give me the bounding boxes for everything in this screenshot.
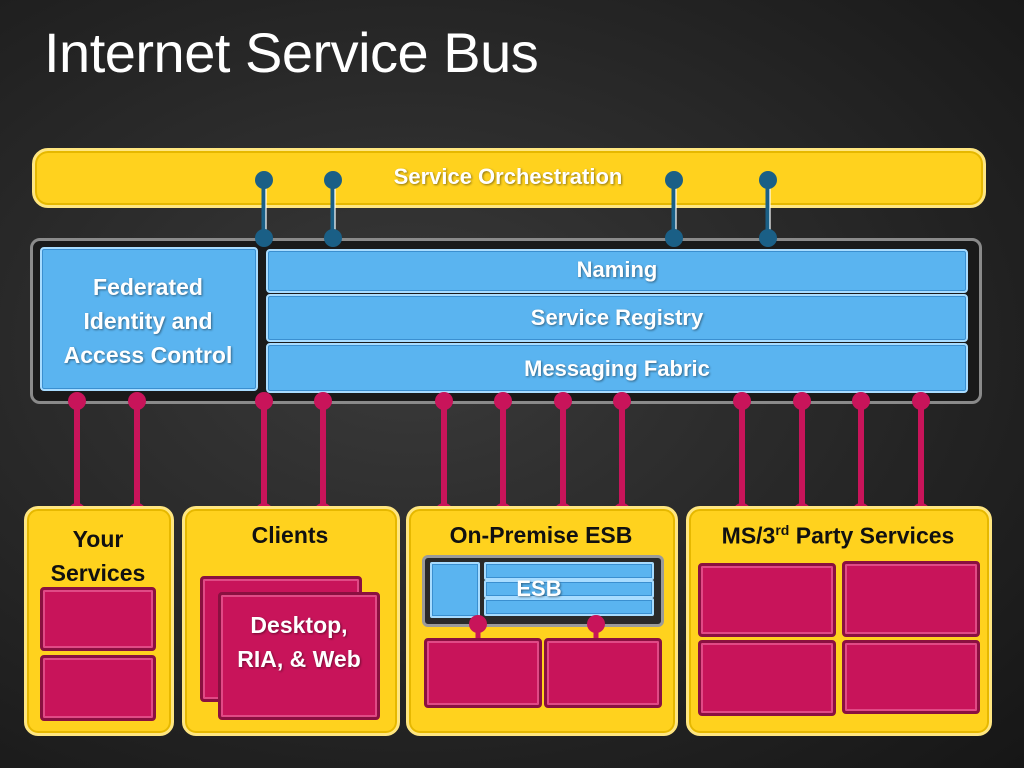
messaging-fabric-box	[266, 343, 968, 393]
esb-service-box-2	[544, 638, 662, 708]
messaging-fabric-label: Messaging Fabric	[524, 356, 710, 381]
esb-row-2	[484, 580, 654, 598]
your-services-label: Your Services	[50, 526, 146, 586]
your-service-box-1	[40, 587, 156, 651]
service-orchestration-bar	[32, 148, 986, 208]
esb-row-1	[484, 562, 654, 580]
naming-label: Naming	[576, 257, 658, 282]
esb-inner-label: ESB	[516, 576, 562, 601]
bus-to-services-connectors	[68, 392, 930, 521]
on-premise-esb-label: On-Premise ESB	[449, 522, 633, 548]
your-service-box-2	[40, 655, 156, 721]
federated-identity-box	[40, 247, 258, 391]
third-party-box-2	[842, 561, 980, 637]
page-title: Internet Service Bus	[44, 21, 539, 84]
federated-identity-label: Federated Identity and Access Control	[63, 274, 233, 368]
clients-inner-label: Desktop, RIA, & Web	[237, 612, 361, 672]
service-registry-label: Service Registry	[530, 305, 704, 330]
third-party-sup: rd	[775, 522, 790, 538]
clients-label: Clients	[251, 522, 329, 548]
third-party-box-4	[842, 640, 980, 714]
orchestration-connectors	[255, 171, 777, 247]
esb-row-3	[484, 598, 654, 616]
esb-left-block	[430, 562, 480, 618]
third-party-services-label: MS/3rd Party Services	[686, 522, 990, 550]
third-party-suffix: Party Services	[789, 522, 955, 549]
third-party-box-1	[698, 563, 836, 637]
third-party-box-3	[698, 640, 836, 716]
service-registry-box	[266, 294, 968, 342]
client-box-front	[218, 592, 380, 720]
naming-box	[266, 249, 968, 293]
third-party-prefix: MS/3	[721, 522, 776, 549]
service-orchestration-label: Service Orchestration	[393, 164, 623, 189]
esb-service-box-1	[424, 638, 542, 708]
